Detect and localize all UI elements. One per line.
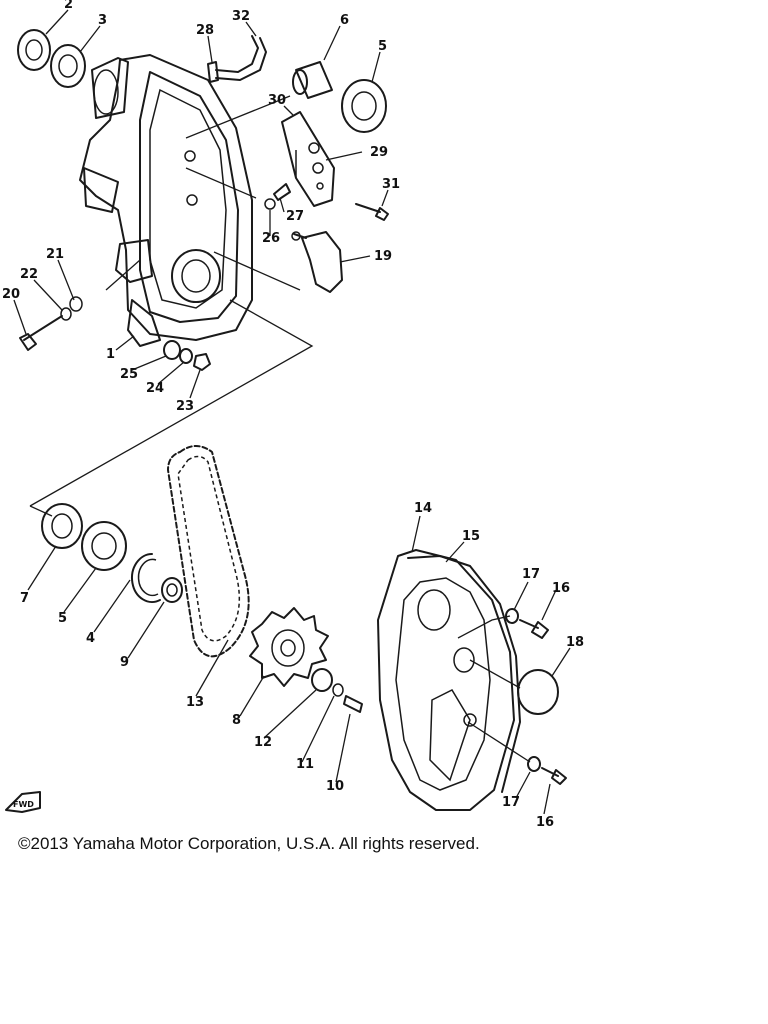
callout-31: 31 [382, 177, 400, 192]
callout-24: 24 [146, 381, 164, 396]
mounting-bolt-left [19, 296, 83, 351]
callout-17-top: 17 [522, 567, 540, 582]
assembly-lines-upper [29, 95, 314, 507]
callout-16-top: 16 [552, 581, 570, 596]
breather-fitting-and-hose [207, 35, 267, 83]
circlip-4 [131, 553, 161, 603]
inspection-cap [517, 669, 559, 715]
upper-spacer-and-bearing [292, 61, 387, 133]
chaincase-cover [377, 549, 521, 811]
fwd-label: FWD [13, 800, 34, 809]
callout-13: 13 [186, 695, 204, 710]
tensioner-plate [264, 111, 389, 221]
callout-25: 25 [120, 367, 138, 382]
callout-6: 6 [340, 13, 349, 28]
callout-28: 28 [196, 23, 214, 38]
callout-14: 14 [414, 501, 432, 516]
callout-23: 23 [176, 399, 194, 414]
callout-5-upper: 5 [378, 39, 387, 54]
leader-lines [13, 9, 571, 815]
chaincase-housing [17, 29, 253, 347]
exploded-parts-diagram: FWD [2, 0, 584, 830]
callout-15: 15 [462, 529, 480, 544]
sprocket-8 [249, 607, 329, 687]
callout-labels: 2 3 28 32 6 5 30 29 31 27 26 19 21 22 20… [2, 0, 584, 830]
lower-washers-nut [163, 340, 211, 371]
fwd-arrow-icon: FWD [5, 791, 41, 813]
callout-27: 27 [286, 209, 304, 224]
spacer-9 [161, 577, 183, 603]
callout-10: 10 [326, 779, 344, 794]
sprocket-fasteners [311, 668, 363, 713]
callout-26: 26 [262, 231, 280, 246]
callout-5-lower: 5 [58, 611, 67, 626]
copyright-notice: ©2013 Yamaha Motor Corporation, U.S.A. A… [18, 834, 480, 853]
drive-chain [167, 445, 250, 658]
callout-3: 3 [98, 13, 107, 28]
callout-8: 8 [232, 713, 241, 728]
lower-bearing-5 [81, 521, 127, 571]
assembly-lines-lower [29, 505, 531, 763]
callout-12: 12 [254, 735, 272, 750]
callout-21: 21 [46, 247, 64, 262]
callout-1: 1 [106, 347, 115, 362]
callout-29: 29 [370, 145, 388, 160]
callout-30: 30 [268, 93, 286, 108]
callout-7: 7 [20, 591, 29, 606]
callout-2: 2 [64, 0, 73, 12]
callout-16-bottom: 16 [536, 815, 554, 830]
callout-18: 18 [566, 635, 584, 650]
callout-32: 32 [232, 9, 250, 24]
cover-bolt-bottom [527, 756, 567, 785]
callout-22: 22 [20, 267, 38, 282]
cover-bolt-top [505, 608, 549, 639]
callout-4: 4 [86, 631, 95, 646]
callout-19: 19 [374, 249, 392, 264]
tensioner-slider [291, 231, 343, 293]
callout-20: 20 [2, 287, 20, 302]
callout-11: 11 [296, 757, 314, 772]
callout-9: 9 [120, 655, 129, 670]
lower-bearing-7 [41, 503, 83, 549]
callout-17-bottom: 17 [502, 795, 520, 810]
